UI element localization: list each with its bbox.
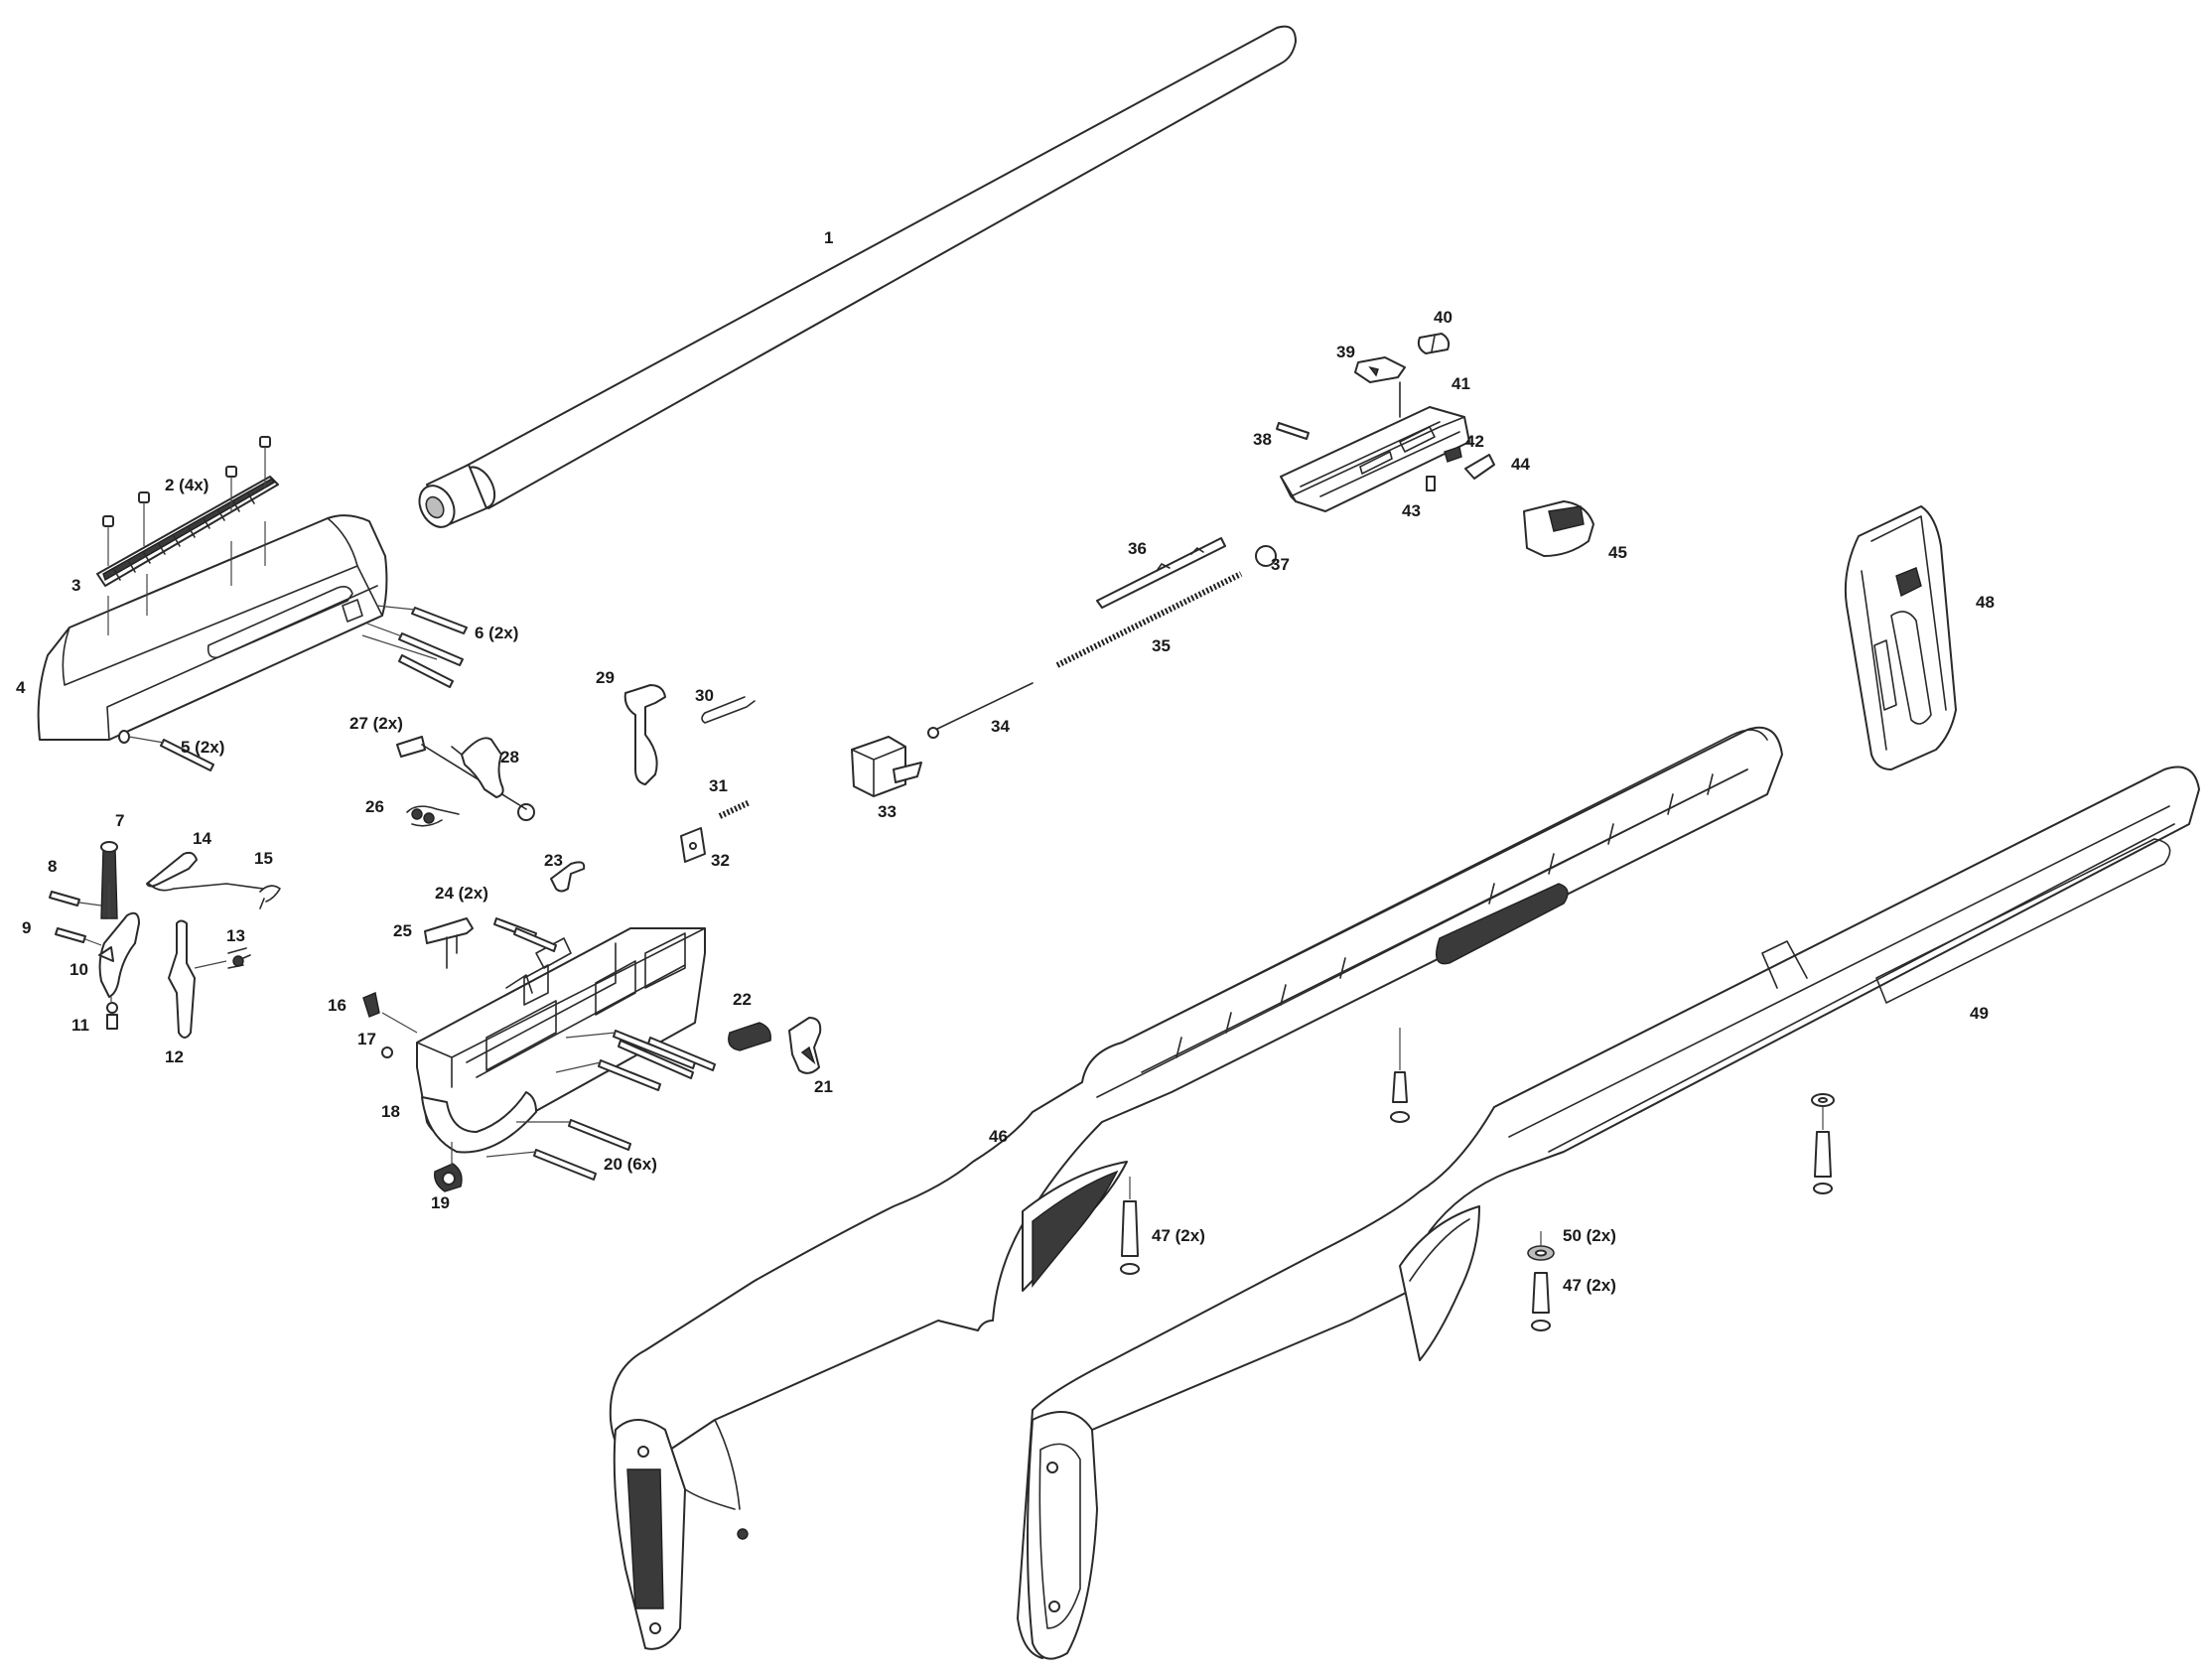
callout-label: 35 [1152,636,1171,655]
callout-label: 17 [357,1030,376,1048]
safety-parts [728,1017,822,1074]
callout-label: 21 [814,1077,833,1096]
callout-label: 4 [16,678,26,697]
callout-label: 45 [1608,543,1627,562]
callout-label: 7 [115,811,124,830]
callout-label: 44 [1511,455,1530,474]
callout-label: 28 [500,748,519,767]
magazine [1844,505,1957,770]
callout-label: 14 [193,829,211,848]
callout-label: 42 [1465,432,1484,451]
callout-label: 11 [71,1016,89,1035]
callout-label: 19 [431,1193,450,1212]
callout-label: 27 (2x) [349,714,403,733]
bolt-housing [1276,333,1594,557]
callout-label: 18 [381,1102,400,1121]
callout-label: 15 [254,849,273,868]
callout-label: 36 [1128,539,1147,558]
callout-label: 3 [71,576,80,595]
callout-label: 25 [393,921,412,940]
callout-label: 1 [824,228,833,247]
callout-label: 5 (2x) [181,738,224,757]
callout-label: 40 [1434,308,1452,327]
receiver [37,514,388,744]
hammer-and-sear-parts [396,684,756,863]
callout-label: 29 [596,668,615,687]
trigger-housing [362,861,716,1192]
rail-screws [102,436,271,635]
callout-label: 23 [544,851,563,870]
callout-label: 49 [1970,1004,1989,1023]
receiver-pins [128,605,468,771]
callout-label: 48 [1976,593,1995,612]
callout-label: 24 (2x) [435,884,488,903]
callout-label: 39 [1336,343,1355,361]
callout-label: 34 [991,717,1010,736]
callout-label: 41 [1452,374,1470,393]
callout-label: 26 [365,797,384,816]
barrel [418,25,1297,528]
callout-label: 47 (2x) [1563,1276,1616,1295]
callout-labels: 1 2 (4x) 3 4 5 (2x) 6 (2x) 7 8 9 10 11 1… [16,228,1995,1295]
callout-label: 9 [22,918,31,937]
callout-label: 46 [989,1127,1008,1146]
callout-label: 38 [1253,430,1272,449]
callout-label: 37 [1271,555,1290,574]
stock-thumbhole [609,726,1783,1650]
stock-sporter [1017,766,2200,1660]
callout-label: 43 [1402,501,1421,520]
callout-label: 31 [709,776,728,795]
callout-label: 32 [711,851,730,870]
callout-label: 12 [165,1047,184,1066]
callout-label: 16 [328,996,346,1015]
callout-label: 10 [69,960,88,979]
stock-screw-46 [1120,1028,1410,1275]
callout-label: 47 (2x) [1152,1226,1205,1245]
callout-label: 20 (6x) [604,1155,657,1174]
callout-label: 13 [226,926,245,945]
trigger-group [49,841,281,1039]
callout-label: 30 [695,686,714,705]
stock-screw-49 [1527,1093,1835,1331]
callout-label: 2 (4x) [165,476,208,494]
callout-label: 22 [733,990,752,1009]
callout-label: 8 [48,857,57,876]
callout-label: 6 (2x) [475,624,518,642]
bolt-assembly [851,537,1277,797]
callout-label: 33 [878,802,897,821]
callout-label: 50 (2x) [1563,1226,1616,1245]
